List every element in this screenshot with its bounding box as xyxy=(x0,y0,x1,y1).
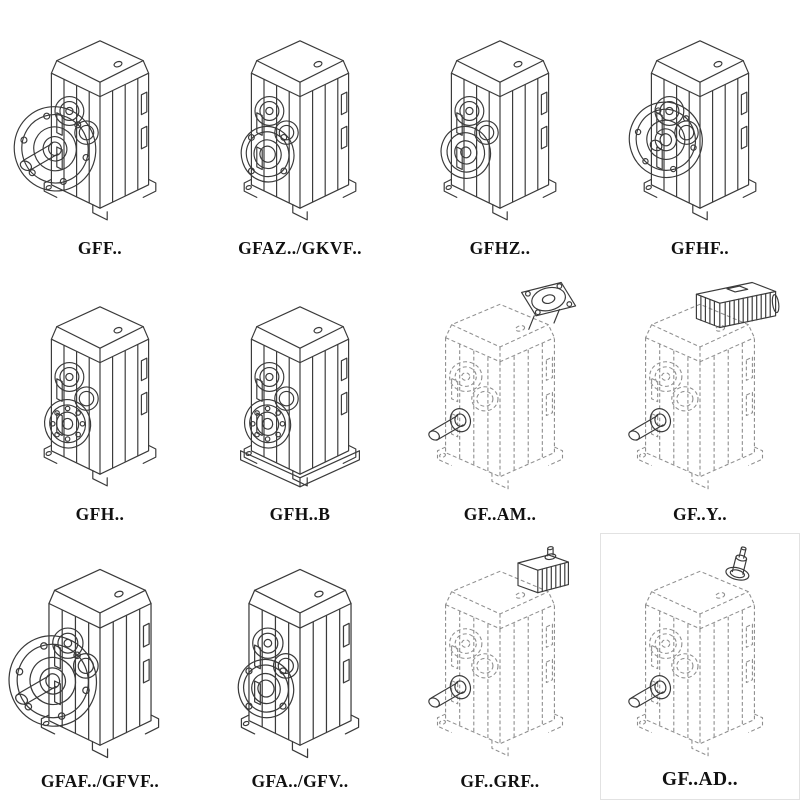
parallel-shaft-gearbox-with-front-mounting-flange xyxy=(628,40,757,221)
phantom-gearbox-with-primary-gear-unit xyxy=(428,546,569,757)
parallel-shaft-gearbox-with-hollow-shaft xyxy=(440,40,557,221)
catalog-cell-gfaz-gkvf: GFAZ../GKVF.. xyxy=(200,0,400,267)
model-label: GFHZ.. xyxy=(469,237,531,258)
model-label: GF..AD.. xyxy=(661,768,739,790)
gearbox-drawing-flange-output-large xyxy=(2,537,198,769)
model-label: GFH..B xyxy=(269,504,331,525)
catalog-cell-gfhf: GFHF.. xyxy=(600,0,800,267)
catalog-cell-gf-y: GF..Y.. xyxy=(600,267,800,534)
model-label: GFA../GFV.. xyxy=(251,770,349,791)
catalog-cell-gf-grf: GF..GRF.. xyxy=(400,533,600,800)
model-label: GF..Y.. xyxy=(672,504,728,525)
catalog-cell-gfh: GFH.. xyxy=(0,267,200,534)
parallel-shaft-gearbox-with-output-flange-and-shaft xyxy=(13,40,157,221)
gearbox-drawing-hollow-shaft-large xyxy=(202,537,398,769)
gearbox-drawing-primary-gear-adapter xyxy=(402,537,598,769)
phantom-gearbox-with-mounted-motor xyxy=(628,282,780,490)
gearbox-drawing-flange-front xyxy=(602,4,798,236)
catalog-cell-gfa-gfv: GFA../GFV.. xyxy=(200,533,400,800)
gearbox-drawing-with-motor xyxy=(602,271,798,503)
model-label: GFH.. xyxy=(75,504,125,525)
foot-mounted-parallel-shaft-gearbox-with-base xyxy=(240,306,360,488)
catalog-cell-gfaf-gfvf: GFAF../GFVF.. xyxy=(0,533,200,800)
model-label: GFAZ../GKVF.. xyxy=(238,237,362,258)
model-label: GFHF.. xyxy=(670,237,730,258)
catalog-cell-gfh-b: GFH..B xyxy=(200,267,400,534)
gearbox-drawing-motor-adapter-flange xyxy=(402,271,598,503)
gearbox-drawing-foot-mounted xyxy=(2,271,198,503)
model-label: GF..AM.. xyxy=(463,504,537,525)
gearbox-drawing-input-shaft-adapter xyxy=(603,538,797,767)
parallel-shaft-gearbox-with-hollow-shaft-bore xyxy=(240,40,357,221)
parallel-shaft-gearbox-with-large-output-flange xyxy=(8,569,160,759)
catalog-cell-gfhz: GFHZ.. xyxy=(400,0,600,267)
gearbox-drawing-flange-output xyxy=(2,4,198,236)
catalog-cell-gf-am: GF..AM.. xyxy=(400,267,600,534)
phantom-gearbox-with-motor-adapter-flange xyxy=(428,282,577,490)
catalog-cell-gff: GFF.. xyxy=(0,0,200,267)
model-label: GFAF../GFVF.. xyxy=(40,770,160,791)
catalog-cell-gf-ad: GF..AD.. xyxy=(600,533,800,800)
model-label: GF..GRF.. xyxy=(460,770,540,791)
gearbox-drawing-hollow-shaft-h xyxy=(402,4,598,236)
gearbox-drawing-hollow-shaft xyxy=(202,4,398,236)
foot-mounted-parallel-shaft-gearbox xyxy=(43,306,157,487)
parallel-shaft-gearbox-hollow-shaft-large xyxy=(237,569,360,759)
phantom-gearbox-with-input-shaft-adapter xyxy=(628,546,764,756)
model-label: GFF.. xyxy=(77,237,123,258)
gearbox-drawing-foot-mounted-base xyxy=(202,271,398,503)
